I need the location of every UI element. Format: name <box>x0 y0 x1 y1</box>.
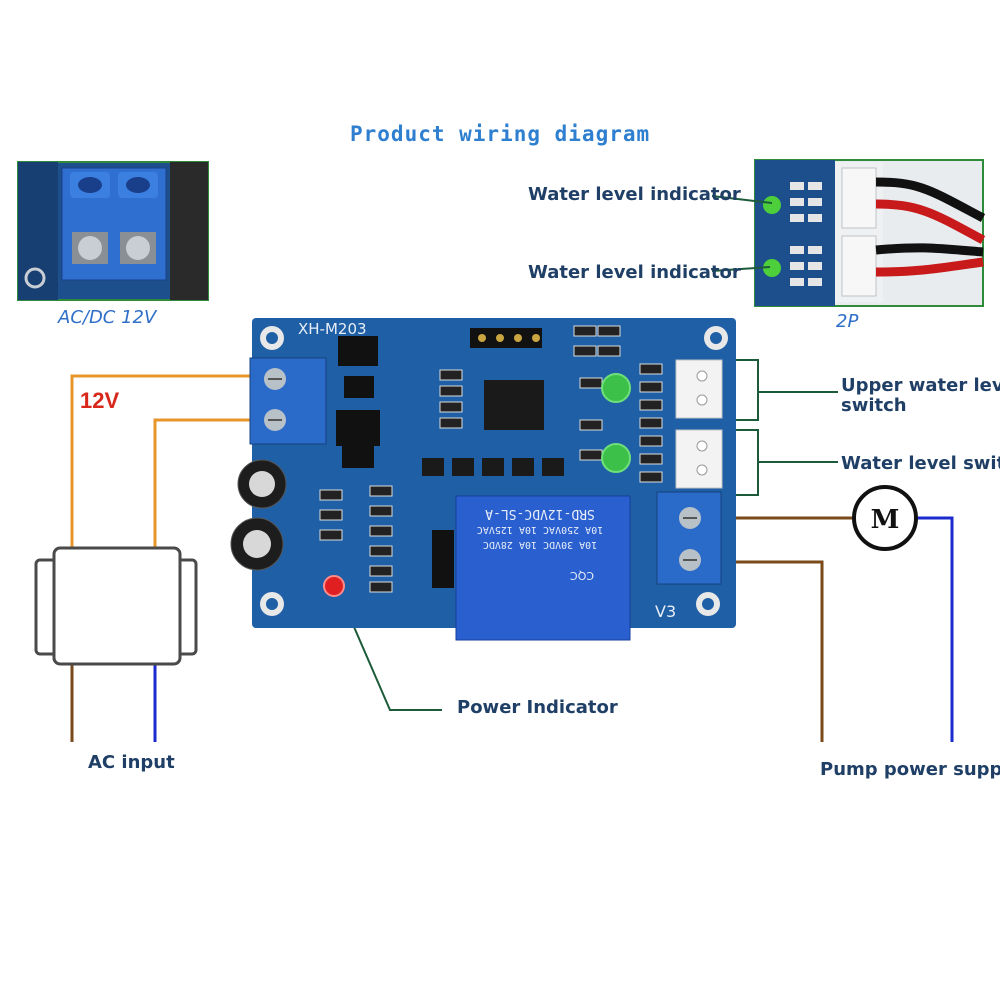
upper-switch-connector <box>675 359 723 419</box>
inset-left-caption: AC/DC 12V <box>58 307 157 328</box>
motor-symbol: M <box>871 505 900 535</box>
power-adapter <box>34 546 198 666</box>
inset-right-caption: 2P <box>836 311 859 332</box>
label-water-level-switch: Water level switch <box>841 453 1000 474</box>
motor <box>852 485 918 551</box>
board-version: V3 <box>655 602 676 621</box>
red-power-led <box>323 575 345 597</box>
relay-rating-2: 10A 30VDC 10A 28VDC <box>483 539 597 550</box>
wire-12v-negative <box>153 418 260 548</box>
relay-model: SRD-12VDC-SL-A <box>485 506 595 521</box>
lower-switch-connector <box>675 429 723 489</box>
terminal-inset <box>17 161 209 301</box>
label-water-level-indicator-2: Water level indicator <box>528 262 741 283</box>
label-upper-switch-line2: switch <box>841 395 907 416</box>
wire-12v-positive <box>70 374 260 548</box>
label-ac-input: AC input <box>88 752 175 773</box>
leader-lines <box>337 195 838 711</box>
label-power-indicator: Power Indicator <box>457 697 618 718</box>
board-model: XH-M203 <box>298 320 367 338</box>
wires <box>70 374 954 742</box>
wire-motor-blue <box>916 516 954 742</box>
diagram-title: Product wiring diagram <box>350 122 651 146</box>
relay-cqc: CQC <box>570 569 594 582</box>
green-led-lower <box>601 443 631 473</box>
label-upper-switch-line1: Upper water level <box>841 375 1000 396</box>
voltage-label: 12V <box>80 388 120 413</box>
wire-pump-brown <box>708 560 824 742</box>
label-pump-power-supply: Pump power supply <box>820 759 1000 780</box>
pcb-board <box>230 318 736 641</box>
input-terminal <box>249 357 327 445</box>
relay-rating-1: 10A 250VAC 10A 125VAC <box>477 524 603 535</box>
relay <box>455 495 631 641</box>
indicator-inset <box>754 159 986 307</box>
green-led-upper <box>601 373 631 403</box>
label-water-level-indicator-1: Water level indicator <box>528 184 741 205</box>
